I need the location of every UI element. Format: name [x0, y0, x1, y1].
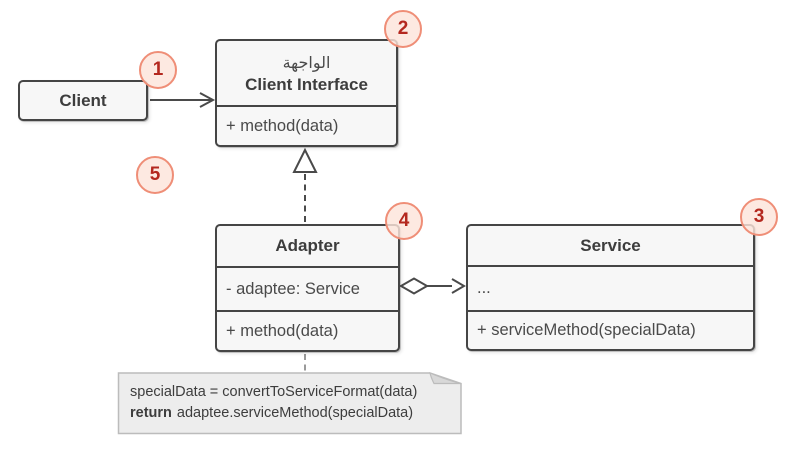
member-row: + method(data) — [226, 321, 339, 340]
note-keyword: return — [130, 405, 172, 421]
aggregation-diamond-icon — [398, 277, 430, 295]
class-title: Client — [59, 90, 107, 110]
class-title-arabic: الواجهة — [282, 53, 331, 72]
realization-triangle-icon — [292, 147, 318, 173]
member-row: ... — [477, 279, 491, 297]
compartment-attributes: - adaptee: Service — [217, 266, 398, 310]
badge-1: 1 — [139, 51, 177, 89]
note-fold-icon — [429, 372, 462, 385]
member-row: + serviceMethod(specialData) — [477, 321, 696, 339]
member-row: + method(data) — [226, 116, 339, 135]
class-box-service: Service ... + serviceMethod(specialData) — [466, 224, 755, 351]
note-line-2-rest: adaptee.serviceMethod(specialData) — [176, 405, 414, 421]
class-box-client-interface: الواجهة Client Interface + method(data) — [215, 39, 398, 147]
badge-5: 5 — [136, 156, 174, 194]
class-box-adapter: Adapter - adaptee: Service + method(data… — [215, 224, 400, 352]
class-title: Adapter — [275, 236, 340, 255]
member-row: - adaptee: Service — [226, 279, 360, 298]
compartment-methods: + serviceMethod(specialData) — [468, 310, 753, 349]
badge-2: 2 — [384, 10, 422, 48]
class-title-group: الواجهة Client Interface — [217, 41, 396, 105]
badge-4: 4 — [385, 202, 423, 240]
aggregation-arrowhead-icon — [451, 278, 466, 294]
association-arrowhead-icon — [199, 92, 216, 108]
class-box-client: Client — [18, 80, 148, 121]
class-title: Service — [580, 235, 641, 255]
compartment-methods: + method(data) — [217, 105, 396, 145]
compartment-attributes: ... — [468, 265, 753, 310]
class-title: Client Interface — [245, 75, 368, 94]
compartment-methods: + method(data) — [217, 310, 398, 350]
uml-note: specialData = convertToServiceFormat(dat… — [118, 373, 458, 434]
note-shape — [117, 372, 462, 435]
note-line-1: specialData = convertToServiceFormat(dat… — [130, 384, 418, 400]
badge-3: 3 — [740, 198, 778, 236]
